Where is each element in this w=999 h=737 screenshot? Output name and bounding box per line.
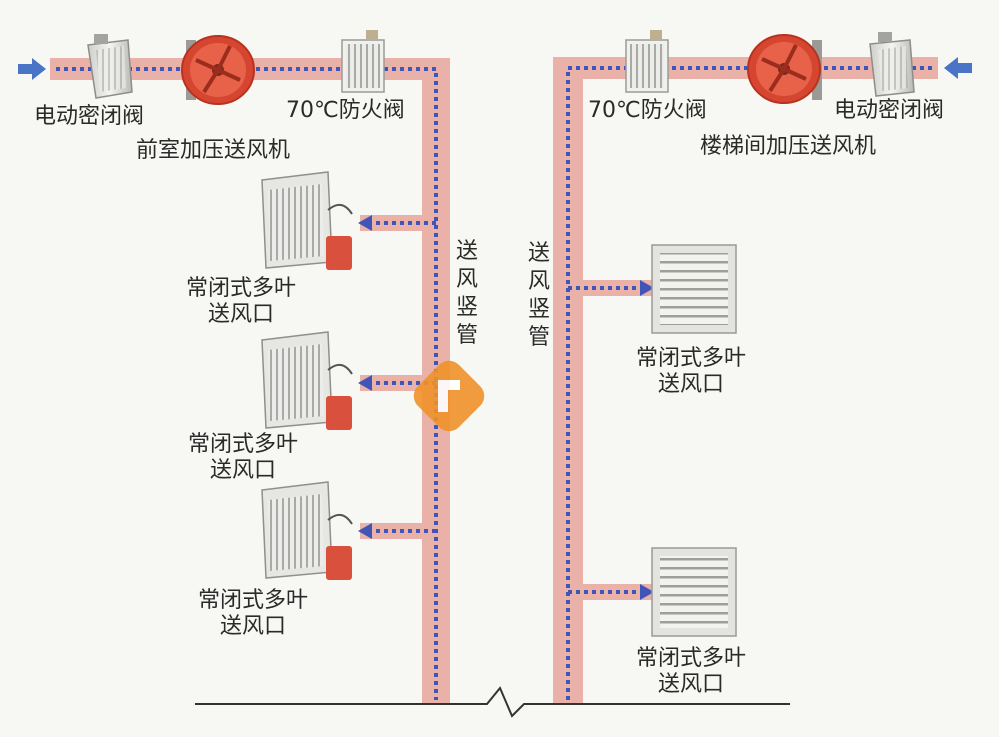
watermark-logo-icon — [413, 360, 485, 432]
outlet-label-line2: 送风口 — [658, 372, 725, 397]
arrowhead-icon — [358, 523, 372, 539]
left-inlet-arrow-icon — [18, 58, 46, 80]
arrowhead-icon — [358, 375, 372, 391]
branch-arrowheads — [358, 215, 654, 600]
left-riser-label: 送风竖管 — [455, 239, 478, 348]
right-outlet-2-icon — [651, 547, 737, 637]
right-fan-label: 楼梯间加压送风机 — [700, 134, 877, 159]
left-outlet-2-label: 常闭式多叶 送风口 — [188, 432, 298, 484]
left-axial-fan-icon — [181, 35, 255, 105]
outlet-label-line1: 常闭式多叶 — [186, 276, 297, 301]
left-airflow-path — [56, 67, 438, 700]
right-axial-fan-icon — [747, 34, 822, 104]
left-fire-damper-label: 70℃防火阀 — [286, 98, 405, 123]
outlet-label-line1: 常闭式多叶 — [198, 588, 309, 613]
right-riser-label: 送风竖管 — [527, 241, 550, 350]
left-fan-label: 前室加压送风机 — [136, 138, 291, 163]
right-inlet-arrow-icon — [944, 57, 972, 79]
left-outlet-3-icon — [261, 481, 353, 580]
right-electric-damper-icon — [869, 32, 915, 97]
left-fire-damper-icon — [341, 30, 385, 93]
outlet-label-line2: 送风口 — [220, 614, 287, 639]
outlet-label-line2: 送风口 — [658, 672, 725, 697]
right-fire-damper-label: 70℃防火阀 — [588, 98, 707, 123]
outlet-label-line1: 常闭式多叶 — [636, 646, 747, 671]
right-riser-duct — [553, 57, 583, 704]
left-electric-damper-icon — [87, 34, 133, 99]
left-outlet-1-label: 常闭式多叶 送风口 — [186, 276, 296, 328]
arrowhead-icon — [358, 215, 372, 231]
right-intake-damper-label: 电动密闭阀 — [834, 98, 945, 123]
outlet-label-line2: 送风口 — [210, 458, 277, 483]
right-outlet-1-icon — [651, 244, 737, 334]
left-outlet-2-icon — [261, 331, 353, 430]
inlet-arrows — [18, 57, 972, 80]
right-fire-damper-icon — [625, 30, 669, 93]
left-outlet-1-icon — [261, 171, 353, 270]
arrowhead-icon — [640, 280, 654, 296]
arrowhead-icon — [640, 584, 654, 600]
floor-break-line — [195, 686, 790, 718]
left-outlet-3-label: 常闭式多叶 送风口 — [198, 588, 308, 640]
outlet-label-line2: 送风口 — [208, 302, 275, 327]
right-outlet-2-label: 常闭式多叶 送风口 — [636, 646, 746, 698]
left-intake-damper-label: 电动密闭阀 — [34, 104, 145, 129]
outlet-label-line1: 常闭式多叶 — [188, 432, 299, 457]
right-outlet-1-label: 常闭式多叶 送风口 — [636, 346, 746, 398]
right-airflow-path — [566, 66, 932, 700]
outlet-label-line1: 常闭式多叶 — [636, 346, 747, 371]
